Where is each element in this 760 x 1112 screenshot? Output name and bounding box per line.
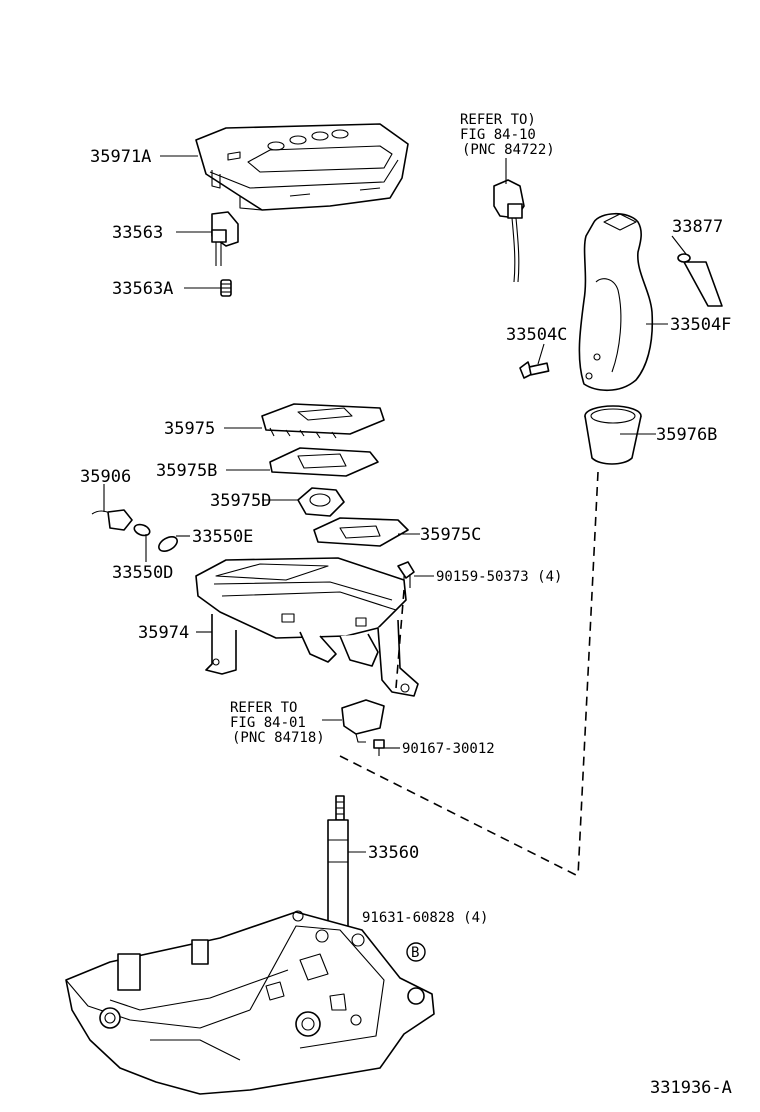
- gasket-35975D: [297, 487, 345, 517]
- spring-33563A: [220, 279, 232, 297]
- label-35974: 35974: [138, 623, 189, 643]
- lever-33560: [327, 795, 349, 931]
- housing-35974: [195, 557, 419, 697]
- label-35975B: 35975B: [156, 461, 217, 481]
- ref1-line3: (PNC 84722): [462, 142, 555, 158]
- label-33563: 33563: [112, 223, 163, 243]
- ref1-line2: FIG 84-10: [460, 127, 536, 143]
- label-33877: 33877: [672, 217, 723, 237]
- label-35971A: 35971A: [90, 147, 151, 167]
- label-35906: 35906: [80, 467, 131, 487]
- label-35975D: 35975D: [210, 491, 271, 511]
- label-33504C: 33504C: [506, 325, 567, 345]
- plate-35975: [261, 403, 385, 439]
- ref1-line1: REFER TO): [460, 112, 536, 128]
- base-assembly: [65, 910, 435, 1095]
- ref2-line2: FIG 84-01: [230, 715, 306, 731]
- figure-id: 331936-A: [650, 1078, 732, 1098]
- leader-lines: [103, 155, 687, 853]
- label-33550D: 33550D: [112, 563, 173, 583]
- label-33504F: 33504F: [670, 315, 731, 335]
- screw-33504C: [519, 361, 550, 379]
- bulb-33550D: [133, 523, 151, 537]
- bracket-ref-84718: [341, 699, 385, 743]
- label-33563A: 33563A: [112, 279, 173, 299]
- dashed-reference-lines: [339, 471, 599, 877]
- label-35975: 35975: [164, 419, 215, 439]
- switch-33563: [211, 211, 239, 266]
- ref2-line1: REFER TO: [230, 700, 297, 716]
- connector-ref-84722: [493, 179, 525, 283]
- ref2-line3: (PNC 84718): [232, 730, 325, 746]
- circle-b-marker: B: [406, 942, 426, 962]
- screw-90167: [373, 739, 385, 756]
- label-35975C: 35975C: [420, 525, 481, 545]
- clip-33877: [677, 253, 723, 307]
- label-33560: 33560: [368, 843, 419, 863]
- label-91631: 91631-60828 (4): [362, 910, 488, 926]
- plate-35975B: [269, 447, 379, 477]
- circle-b-label: B: [411, 945, 419, 961]
- indicator-housing-35971A: [195, 123, 409, 211]
- label-33550E: 33550E: [192, 527, 253, 547]
- cap-33550E: [158, 535, 178, 553]
- shift-knob-33504F: [578, 212, 654, 392]
- plate-35975C: [313, 517, 409, 547]
- label-90159: 90159-50373 (4): [436, 569, 562, 585]
- label-35976B: 35976B: [656, 425, 717, 445]
- label-90167: 90167-30012: [402, 741, 495, 757]
- boot-35976B: [584, 405, 642, 465]
- socket-35906: [91, 509, 133, 531]
